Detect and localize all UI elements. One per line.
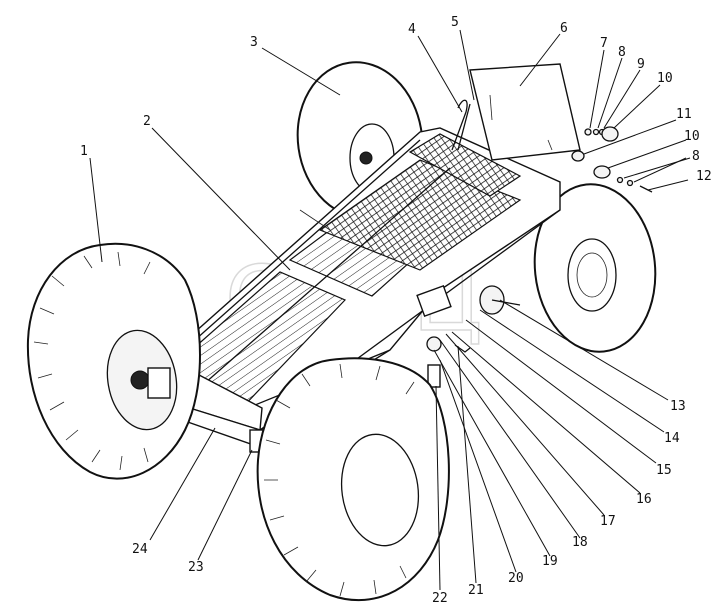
callout-3: 3 [250, 35, 258, 50]
callout-18: 18 [572, 535, 588, 550]
callout-12: 12 [696, 169, 712, 184]
callout-10-upper: 10 [657, 71, 673, 86]
callout-24: 24 [132, 542, 148, 557]
callout-22: 22 [432, 591, 448, 606]
callout-17: 17 [600, 514, 616, 529]
callout-15: 15 [656, 463, 672, 478]
callout-7: 7 [600, 36, 608, 51]
front-right-wheel [256, 357, 450, 602]
leader-lines [89, 29, 691, 591]
callout-20: 20 [508, 571, 524, 586]
callout-6: 6 [560, 21, 568, 36]
callout-23: 23 [188, 560, 204, 575]
callout-14: 14 [664, 431, 680, 446]
callout-9: 9 [637, 57, 645, 72]
callout-labels: 1 2 3 4 5 6 7 8 9 10 11 10 8 12 13 14 15… [80, 15, 712, 606]
callout-19: 19 [542, 554, 558, 569]
small-parts [571, 126, 653, 193]
chassis-frame [148, 63, 581, 453]
callout-13: 13 [670, 399, 686, 414]
callout-16: 16 [636, 492, 652, 507]
callout-10-lower: 10 [684, 129, 700, 144]
callout-21: 21 [468, 583, 484, 598]
front-left-wheel [26, 242, 201, 480]
callout-1: 1 [80, 144, 88, 159]
right-rear-wheel [533, 183, 657, 353]
callout-2: 2 [143, 114, 151, 129]
callout-8-upper: 8 [618, 45, 626, 60]
callout-4: 4 [408, 22, 416, 37]
callout-8-lower: 8 [692, 149, 700, 164]
callout-5: 5 [451, 15, 459, 30]
callout-11: 11 [676, 107, 692, 122]
